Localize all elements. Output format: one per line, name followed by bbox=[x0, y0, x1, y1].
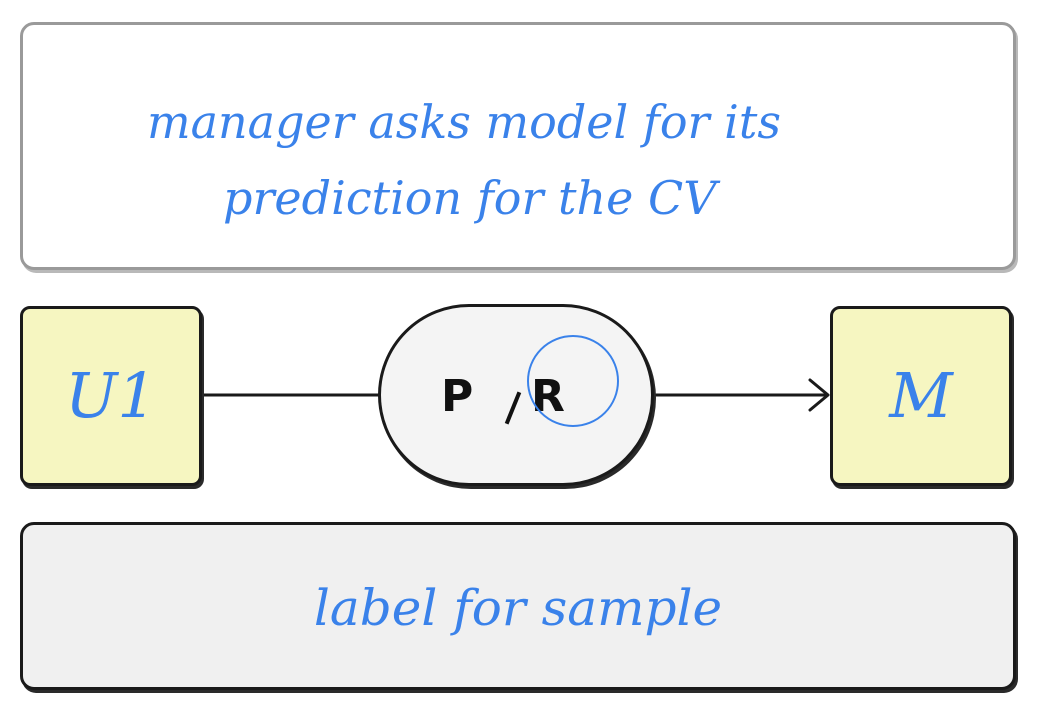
source-node-u1: U1 bbox=[20, 306, 202, 486]
arrowhead-icon bbox=[808, 378, 830, 412]
pill-left-label: P bbox=[441, 371, 474, 422]
relation-pill: P R bbox=[378, 304, 654, 486]
target-node-m: M bbox=[830, 306, 1012, 486]
top-note-box: manager asks model for its prediction fo… bbox=[20, 22, 1016, 270]
target-node-label: M bbox=[889, 359, 953, 432]
bottom-note-box: label for sample bbox=[20, 522, 1016, 690]
source-node-label: U1 bbox=[65, 359, 157, 432]
pill-separator bbox=[504, 391, 522, 425]
bottom-note-text: label for sample bbox=[313, 579, 723, 637]
top-note-line-1: manager asks model for its bbox=[147, 95, 781, 149]
top-note-line-2: prediction for the CV bbox=[223, 171, 717, 225]
highlight-circle bbox=[527, 335, 619, 427]
